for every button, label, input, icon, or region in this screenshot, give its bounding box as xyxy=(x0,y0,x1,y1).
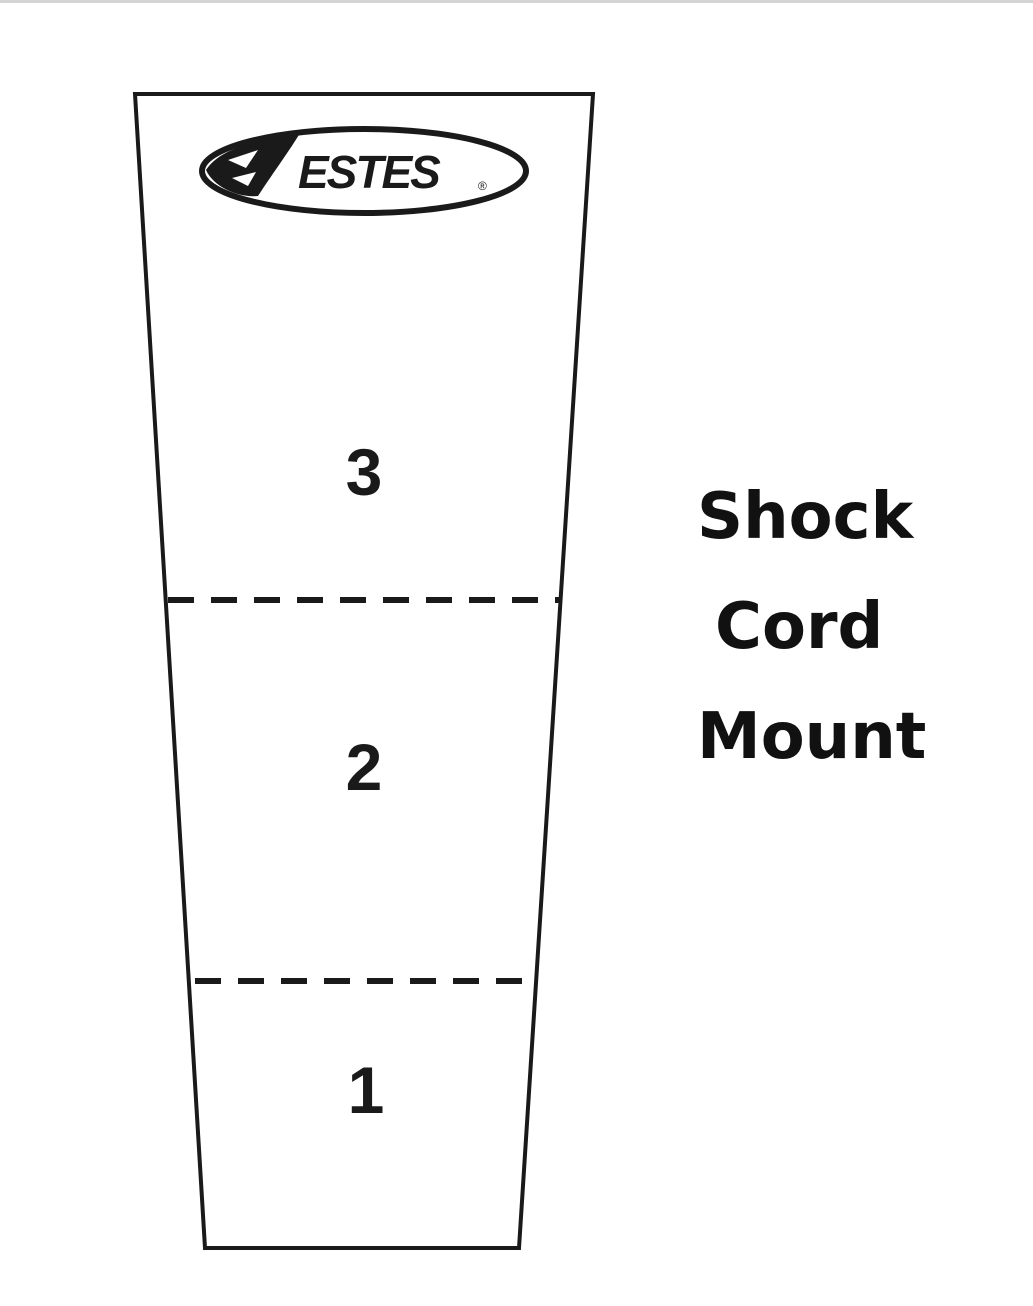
label-line-shock: Shock xyxy=(697,480,914,554)
label-line-mount: Mount xyxy=(697,700,927,774)
section-number-2: 2 xyxy=(346,730,383,804)
rocket-flame-icon xyxy=(228,150,258,186)
section-number-1: 1 xyxy=(348,1053,385,1127)
section-number-3: 3 xyxy=(346,435,383,509)
logo-registered-mark: ® xyxy=(478,179,487,193)
template-outline xyxy=(132,92,596,1250)
rocket-icon xyxy=(206,133,300,197)
label-line-cord: Cord xyxy=(715,590,884,664)
estes-logo: ESTES ® xyxy=(199,126,529,216)
shock-cord-mount-label: Shock Cord Mount xyxy=(697,462,1017,792)
logo-brand: ESTES xyxy=(298,146,441,198)
top-rule xyxy=(0,0,1033,3)
